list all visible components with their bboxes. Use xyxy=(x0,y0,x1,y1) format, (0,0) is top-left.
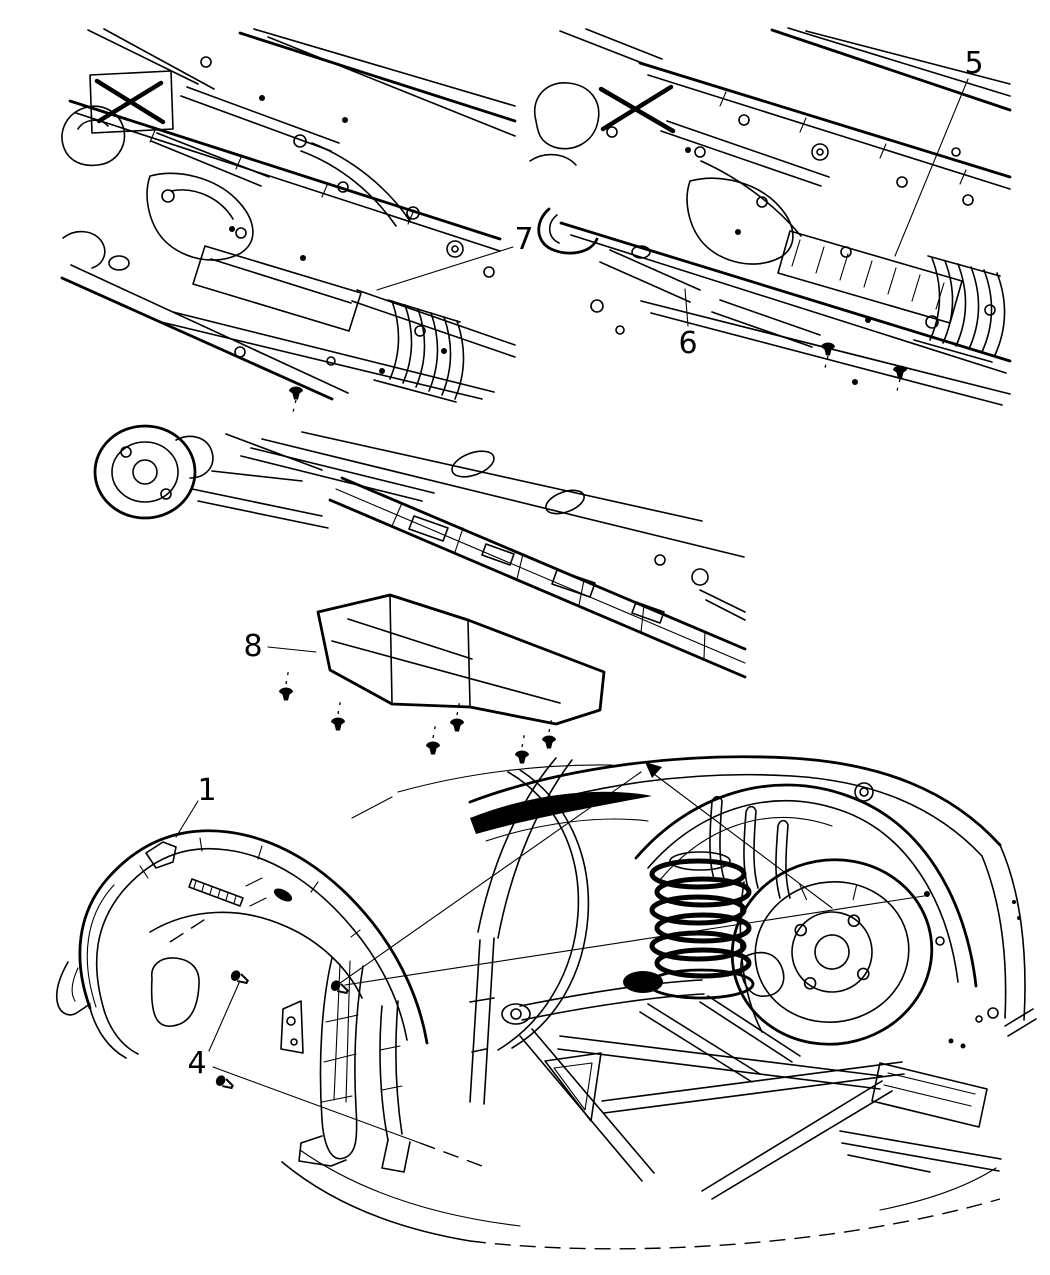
callout-7-leader xyxy=(376,246,514,291)
callout-6-leader xyxy=(684,288,689,327)
frame-rails xyxy=(559,27,1012,406)
push-pin-fastener xyxy=(279,667,556,764)
strut-brackets xyxy=(709,795,791,899)
front-wheel-brake xyxy=(93,424,214,520)
frame-rails xyxy=(60,28,517,401)
callout-4-leader-2 xyxy=(212,1066,421,1144)
cross-brace xyxy=(89,70,174,134)
callout-1-label: 1 xyxy=(197,773,216,808)
axle-boot-ribs xyxy=(913,255,1006,363)
callout-7-label: 7 xyxy=(514,222,533,257)
engine-cradle xyxy=(146,86,411,261)
grommets xyxy=(590,114,996,385)
splash-shield-part8 xyxy=(316,593,606,726)
callout-4-label: 4 xyxy=(187,1046,206,1081)
callout-1-leader xyxy=(175,800,199,838)
body-ghost-outline xyxy=(281,764,1001,1250)
callout-8: 8 xyxy=(243,629,317,664)
underbody-shield-plate xyxy=(192,245,362,332)
push-pin-fastener xyxy=(821,342,907,396)
splash-shield-part1 xyxy=(55,829,429,1059)
suspension-links xyxy=(469,881,1002,1200)
grommets xyxy=(161,56,495,374)
rocker-sill xyxy=(261,431,747,679)
quarter-panel xyxy=(468,755,1037,1049)
view-underbody-top-left xyxy=(60,28,517,417)
callout-5-leader xyxy=(894,78,969,257)
callout-6-label: 6 xyxy=(678,326,697,361)
callout-5: 5 xyxy=(894,46,984,257)
view-wheelhouse-bottom xyxy=(55,755,1037,1250)
callout-4-leader xyxy=(208,982,240,1052)
left-brackets xyxy=(61,105,130,271)
view-underbody-middle xyxy=(93,424,747,764)
callout-1: 1 xyxy=(175,773,217,838)
subframe xyxy=(599,177,821,348)
callout-5-label: 5 xyxy=(964,46,983,81)
callouts: 1 4 5 6 7 8 xyxy=(175,46,984,1144)
wheel-tub xyxy=(529,82,600,255)
alignment-lines xyxy=(332,762,930,989)
push-pin-fastener xyxy=(289,386,303,417)
leader4-dashed-extension xyxy=(419,1142,483,1167)
callout-8-leader xyxy=(267,646,317,653)
callout-8-label: 8 xyxy=(243,629,262,664)
floor-pan-details xyxy=(451,450,709,586)
view-underbody-top-right xyxy=(529,27,1012,406)
callout-4: 4 xyxy=(187,982,421,1144)
callout-7: 7 xyxy=(376,222,534,291)
shield-lower-leg xyxy=(280,957,411,1173)
cross-brace xyxy=(598,84,830,237)
suspension-arms xyxy=(191,433,435,529)
brake-drum xyxy=(730,858,934,1046)
axle-boot-ribs xyxy=(373,299,465,403)
callout-6: 6 xyxy=(678,288,698,361)
